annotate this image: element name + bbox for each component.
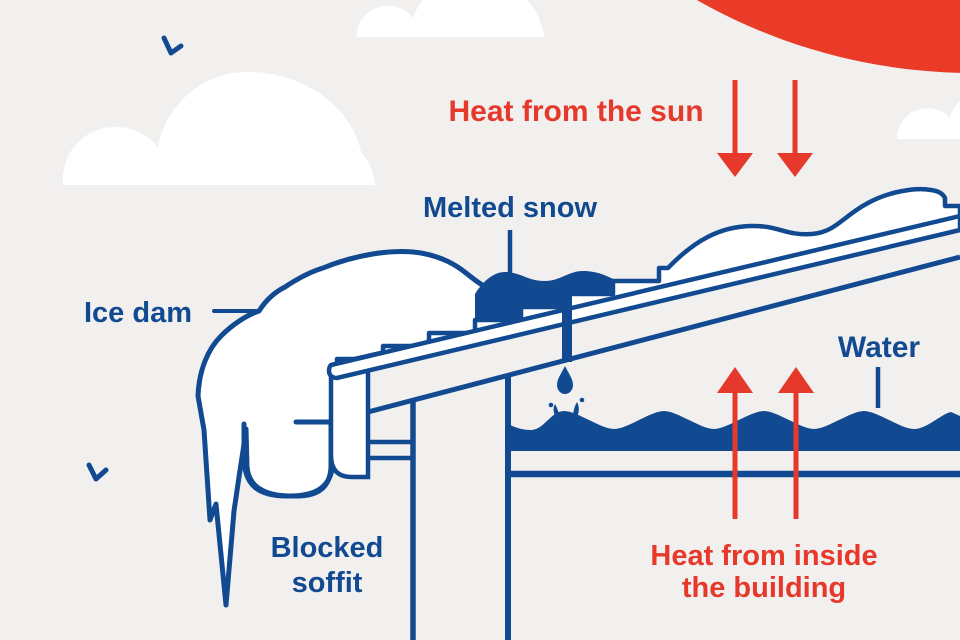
rafter-underside [367, 254, 960, 415]
roof-deck [326, 213, 960, 381]
leak-stream [562, 290, 572, 362]
blocked-soffit-label: soffit [292, 567, 363, 599]
cloud-icon [356, 0, 544, 37]
heat-sun-label: Heat from the sun [448, 95, 703, 128]
heat-inside-label: the building [682, 572, 846, 604]
bird-icon [161, 35, 184, 56]
cloud-icon [62, 72, 375, 185]
sun-icon [696, 0, 960, 73]
splash [548, 397, 585, 420]
water-label: Water [838, 331, 921, 364]
blocked-soffit-label: Blocked [271, 532, 384, 564]
gutter [241, 421, 334, 499]
heat-inside-label: Heat from inside [650, 540, 877, 572]
water-drop [557, 366, 573, 394]
heat-arrow-down [717, 80, 753, 177]
ice-dam-label: Ice dam [84, 297, 192, 329]
melted-snow-label: Melted snow [423, 192, 597, 224]
heat-arrow-down [777, 80, 813, 177]
cloud-icon [897, 100, 960, 139]
heat-arrow-up [778, 367, 814, 519]
bird-icon [86, 462, 109, 482]
fascia [328, 365, 371, 480]
heat-arrow-up [717, 367, 753, 519]
